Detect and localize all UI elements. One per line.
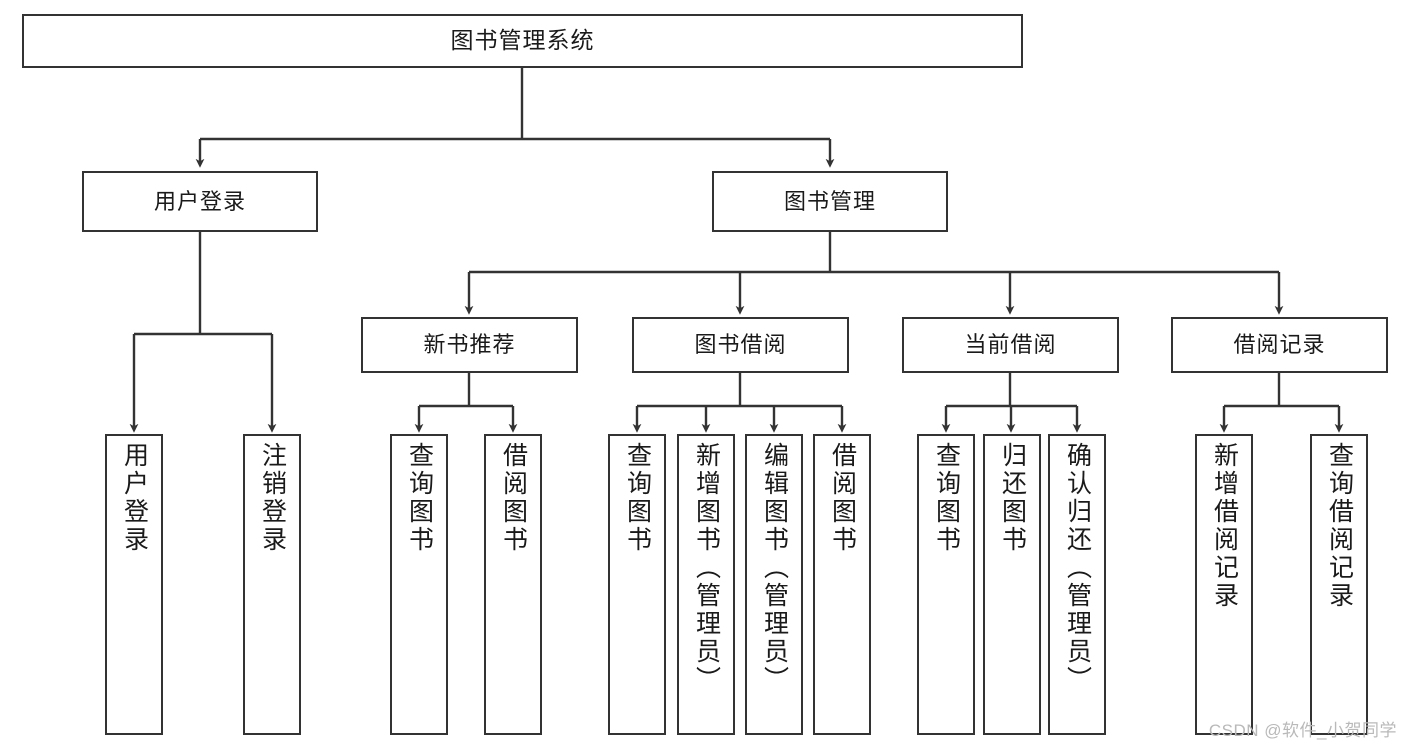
node-book-borrow-label: 图书借阅: [694, 332, 787, 358]
node-leaf-query-book-1[interactable]: 查询图书: [390, 434, 448, 735]
node-new-book-rec[interactable]: 新书推荐: [361, 317, 578, 373]
node-book-manage-label: 图书管理: [783, 188, 876, 214]
node-leaf-query-book-2-label: 查询图书: [623, 442, 652, 554]
node-leaf-user-login-label: 用户登录: [120, 442, 149, 554]
node-leaf-add-book[interactable]: 新增图书（管理员）: [677, 434, 735, 735]
edge-current-borrow-to-leaves: [941, 373, 1082, 433]
node-leaf-confirm-return[interactable]: 确认归还（管理员）: [1048, 434, 1106, 735]
node-leaf-user-login[interactable]: 用户登录: [105, 434, 163, 735]
node-leaf-query-record[interactable]: 查询借阅记录: [1310, 434, 1368, 735]
node-leaf-add-book-label: 新增图书（管理员）: [692, 442, 721, 694]
node-borrow-record[interactable]: 借阅记录: [1171, 317, 1388, 373]
node-user-login[interactable]: 用户登录: [82, 171, 318, 232]
node-leaf-logout[interactable]: 注销登录: [243, 434, 301, 735]
node-leaf-edit-book-label: 编辑图书（管理员）: [760, 442, 789, 694]
watermark: CSDN @软件_小贺同学: [1208, 721, 1397, 740]
edge-book-manage-to-level3: [464, 232, 1284, 315]
node-leaf-borrow-book-1[interactable]: 借阅图书: [484, 434, 542, 735]
node-leaf-query-book-2[interactable]: 查询图书: [608, 434, 666, 735]
node-root[interactable]: 图书管理系统: [22, 14, 1023, 68]
node-leaf-logout-label: 注销登录: [258, 442, 287, 554]
node-leaf-return-book[interactable]: 归还图书: [983, 434, 1041, 735]
edge-borrow-record-to-leaves: [1219, 373, 1344, 433]
edge-user-login-to-leaves: [129, 232, 277, 433]
edge-root-to-level2: [195, 68, 835, 168]
node-leaf-borrow-book-2-label: 借阅图书: [828, 442, 857, 554]
node-book-manage[interactable]: 图书管理: [712, 171, 948, 232]
node-leaf-add-record[interactable]: 新增借阅记录: [1195, 434, 1253, 735]
node-borrow-record-label: 借阅记录: [1233, 332, 1326, 358]
edge-book-borrow-to-leaves: [632, 373, 847, 433]
node-leaf-query-book-3[interactable]: 查询图书: [917, 434, 975, 735]
node-leaf-confirm-return-label: 确认归还（管理员）: [1063, 442, 1092, 694]
node-book-borrow[interactable]: 图书借阅: [632, 317, 849, 373]
node-current-borrow-label: 当前借阅: [964, 332, 1057, 358]
node-user-login-label: 用户登录: [153, 188, 246, 214]
node-leaf-borrow-book-2[interactable]: 借阅图书: [813, 434, 871, 735]
node-leaf-return-book-label: 归还图书: [998, 442, 1027, 554]
node-leaf-query-record-label: 查询借阅记录: [1325, 442, 1354, 610]
node-leaf-query-book-3-label: 查询图书: [932, 442, 961, 554]
node-leaf-query-book-1-label: 查询图书: [405, 442, 434, 554]
node-leaf-borrow-book-1-label: 借阅图书: [499, 442, 528, 554]
node-root-label: 图书管理系统: [450, 27, 595, 54]
node-leaf-add-record-label: 新增借阅记录: [1210, 442, 1239, 610]
node-new-book-rec-label: 新书推荐: [423, 332, 516, 358]
edge-new-book-rec-to-leaves: [414, 373, 518, 433]
node-leaf-edit-book[interactable]: 编辑图书（管理员）: [745, 434, 803, 735]
node-current-borrow[interactable]: 当前借阅: [902, 317, 1119, 373]
